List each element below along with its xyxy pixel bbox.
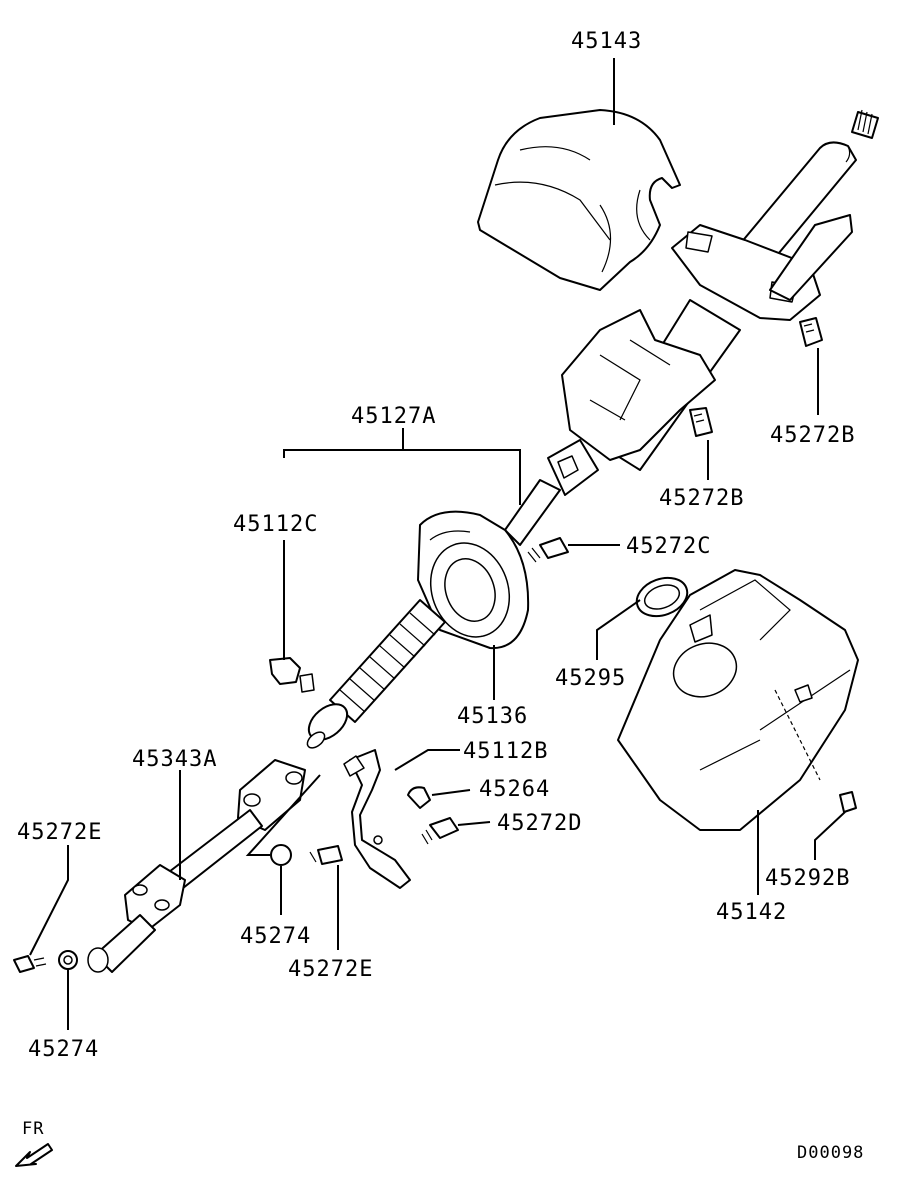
label-45292b: 45292B: [765, 866, 850, 891]
upper-column-cover: [477, 109, 681, 291]
front-direction-indicator: FR: [15, 1119, 53, 1167]
lower-column-cover-45142: [617, 569, 859, 831]
bolt-45272e-center: [309, 845, 343, 865]
label-45272d: 45272D: [497, 811, 582, 836]
ring-45295: [635, 576, 689, 618]
bolt-45272c: [527, 537, 569, 563]
bolt-45272e-left: [13, 955, 47, 973]
label-45142: 45142: [716, 900, 787, 925]
upper-universal-joint: [504, 439, 599, 546]
label-45272e-left: 45272E: [17, 820, 102, 845]
fr-arrow-icon: [15, 1143, 53, 1167]
label-45127a: 45127A: [351, 404, 436, 429]
nut-45274-center: [270, 844, 292, 866]
bellows-boot: [306, 599, 446, 749]
intermediate-shaft-45343a: [87, 759, 306, 973]
bolt-45272d: [421, 817, 459, 845]
label-45136: 45136: [457, 704, 528, 729]
diagram-code: D00098: [797, 1143, 864, 1163]
bracket-45112b: [343, 749, 411, 889]
nut-45264: [407, 786, 431, 809]
label-45143: 45143: [571, 29, 642, 54]
bolt-45272b-lower: [689, 407, 713, 437]
label-45112c: 45112C: [233, 512, 318, 537]
nut-45274-left: [58, 950, 78, 970]
label-45272c: 45272C: [626, 534, 711, 559]
removal-arrow: [245, 774, 321, 856]
label-45112b: 45112B: [463, 739, 548, 764]
label-45295: 45295: [555, 666, 626, 691]
column-tube-assembly: [561, 214, 853, 471]
label-45264: 45264: [479, 777, 550, 802]
fr-label: FR: [22, 1119, 44, 1139]
label-45272b-lower: 45272B: [659, 486, 744, 511]
label-45272e-center: 45272E: [288, 957, 373, 982]
label-45274-center: 45274: [240, 924, 311, 949]
label-45343a: 45343A: [132, 747, 217, 772]
column-boot-45136: [417, 510, 530, 650]
leader-lines: [29, 58, 846, 1030]
screw-45292b: [839, 791, 857, 813]
clip-45112c: [269, 657, 315, 693]
bolt-45272b-upper: [799, 317, 823, 347]
label-45274-left: 45274: [28, 1037, 99, 1062]
label-45272b-upper: 45272B: [770, 423, 855, 448]
